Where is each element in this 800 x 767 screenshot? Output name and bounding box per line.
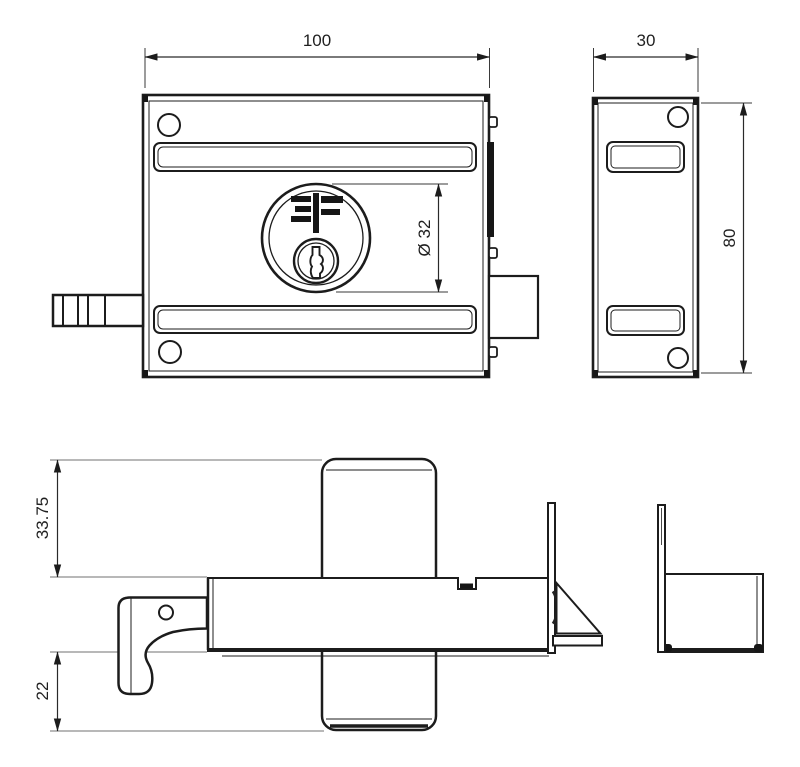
dim-front-width-label: 100 [303,31,331,50]
side-body-outline [591,96,700,379]
faceplate [547,502,556,654]
dim-side-height: 80 [701,102,752,374]
cylinder-escutcheon [260,182,372,294]
lock-case [206,577,553,657]
dim-cylinder-diameter-label: Ø 32 [415,220,434,257]
side-slot-bottom [606,305,685,336]
mounting-hole-top-left [157,113,181,137]
faceplate-and-latch [547,502,603,654]
side-slot-top [606,141,685,173]
dim-case-depth: 22 [33,651,62,732]
dim-knob-offset: 33.75 [33,459,62,578]
strike-keeper [657,504,764,653]
knob-hole [158,604,174,621]
latch-base-bar [552,635,603,647]
side-body-inner-line [597,102,694,373]
front-slot-bottom [153,305,477,334]
dim-side-height-label: 80 [720,229,739,248]
edge-bar [487,142,494,237]
dimensions: 100 30 80 Ø 32 33.75 22 [33,31,752,732]
dim-knob-offset-label: 33.75 [33,497,52,540]
dim-case-depth-label: 22 [33,682,52,701]
cylinder-brand-logo-icon [291,193,343,233]
dim-side-width: 30 [592,31,699,92]
side-hole-bottom [667,347,689,369]
dim-cylinder-diameter: Ø 32 [332,183,448,293]
edge-tab-3 [488,346,498,358]
front-right-edge-details [487,116,540,358]
side-corner-marks [593,98,698,377]
edge-tab-1 [488,116,498,128]
keeper-box [662,573,764,653]
dim-side-width-label: 30 [637,31,656,50]
edge-tab-2 [488,247,498,259]
case-top-edge [207,577,549,590]
latch-bevel [555,580,603,635]
front-view [51,93,540,379]
front-slot-top [153,142,477,172]
front-body-outline [141,93,491,379]
mounting-hole-bottom-left [158,340,182,364]
keeper-flange [657,504,666,653]
top-view [50,457,764,732]
dim-front-width: 100 [144,31,491,88]
case-notch [460,583,473,589]
front-body-inner-line [148,100,484,372]
front-corner-marks [143,95,489,377]
side-view [591,96,700,379]
thumb-turn-knob [117,596,209,696]
latch-housing-box [487,274,540,340]
side-hole-top [667,106,689,128]
deadbolt [51,293,145,328]
keyhole-icon [309,246,324,279]
